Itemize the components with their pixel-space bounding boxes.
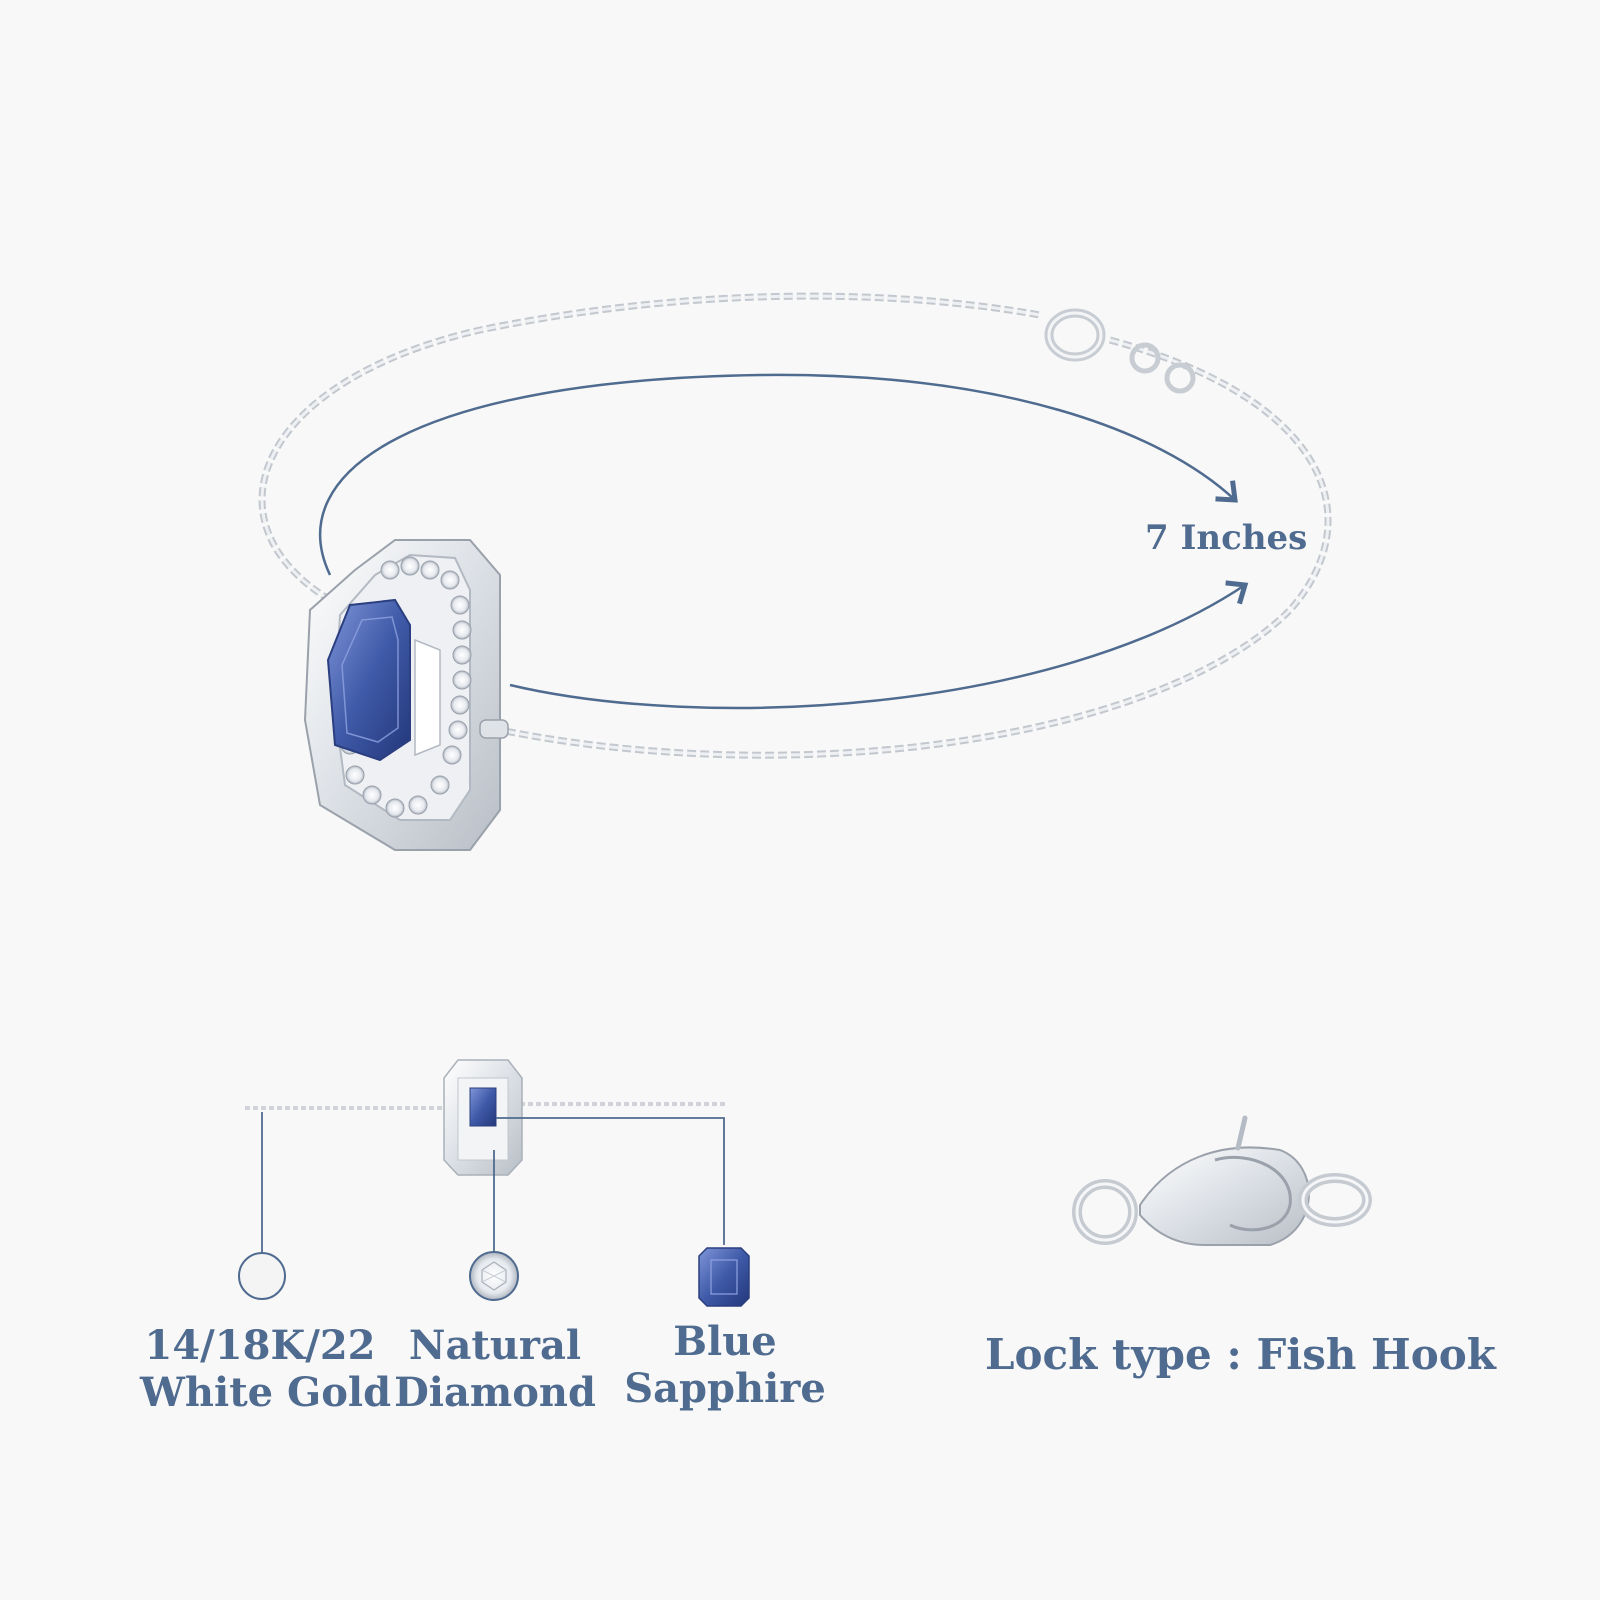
sapphire-caption: Blue Sapphire: [615, 1318, 835, 1412]
metal-caption-line2: White Gold: [140, 1369, 392, 1417]
chain-clasp: [1044, 308, 1196, 394]
sapphire-caption-line2: Sapphire: [624, 1365, 826, 1413]
metal-caption-line1: 14/18K/22: [144, 1322, 376, 1369]
lobster-clasp-icon: [1072, 1115, 1372, 1246]
metal-caption: 14/18K/22 White Gold: [140, 1322, 392, 1417]
sapphire-caption-line1: Blue: [673, 1318, 777, 1365]
lock-type-label: Lock type : Fish Hook: [985, 1330, 1496, 1379]
round-diamond-icon: [469, 1251, 519, 1301]
emerald-cut-sapphire-icon: [698, 1247, 750, 1307]
bracelet-chain: [258, 292, 1332, 759]
diamond-caption: Natural Diamond: [385, 1322, 605, 1416]
material-diagram: [245, 1059, 725, 1255]
diamond-caption-line2: Diamond: [394, 1369, 596, 1417]
length-arrow: [318, 373, 1249, 710]
length-label: 7 Inches: [1145, 518, 1308, 558]
halo-pendant: [303, 539, 509, 851]
diamond-caption-line1: Natural: [408, 1322, 582, 1369]
metal-swatch-icon: [238, 1252, 286, 1300]
